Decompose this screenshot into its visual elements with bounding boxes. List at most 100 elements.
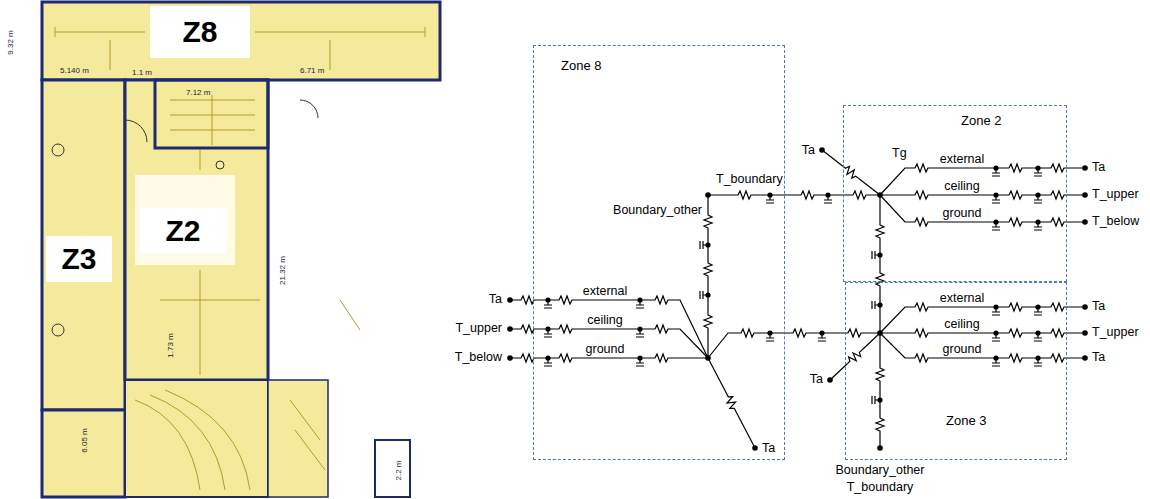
- resistor-symbol: [704, 212, 712, 232]
- capacitor-symbol: [636, 326, 644, 337]
- temperature-label: T_upper: [455, 321, 502, 335]
- capacitor-symbol: [544, 326, 552, 337]
- terminal-dot: [877, 445, 883, 451]
- wire: [708, 358, 755, 448]
- zone-boundary: Zone 3: [845, 282, 1067, 460]
- resistor-symbol: [1006, 191, 1026, 199]
- capacitor-symbol: [544, 297, 552, 308]
- node-dot: [705, 192, 711, 198]
- capacitor-symbol: [872, 251, 883, 259]
- resistor-symbol: [1048, 329, 1068, 337]
- temperature-label: ground: [586, 342, 625, 356]
- dimension-label: 21.32 m: [278, 256, 287, 285]
- resistor-symbol: [1006, 303, 1026, 311]
- temperature-label: Ta: [762, 441, 775, 455]
- temperature-label: Ta: [1092, 350, 1105, 364]
- room-outline: [125, 80, 268, 380]
- wire: [510, 329, 708, 358]
- zone-tag: Z8: [150, 6, 250, 58]
- temperature-label: Ta: [1092, 160, 1105, 174]
- dimension-label: 9.32 m: [6, 30, 15, 54]
- temperature-label: T_boundary: [847, 480, 914, 494]
- resistor-symbol: [1048, 303, 1068, 311]
- temperature-label: Boundary_other: [836, 463, 925, 477]
- zone-code: Z3: [61, 242, 96, 276]
- stair-lines: [135, 390, 250, 490]
- resistor-symbol: [652, 354, 672, 362]
- temperature-label: external: [940, 152, 984, 166]
- capacitor-symbol: [992, 304, 1000, 315]
- wire: [880, 307, 1085, 358]
- wire: [510, 300, 708, 358]
- fixtures: [52, 100, 318, 336]
- resistor-symbol: [723, 392, 739, 413]
- terminal-dot: [752, 445, 758, 451]
- capacitor-symbol: [992, 165, 1000, 176]
- resistor-symbol: [652, 325, 672, 333]
- wire: [879, 195, 880, 333]
- dimension-line: [290, 300, 360, 470]
- capacitor-symbol: [766, 330, 774, 341]
- zone-boundary: Zone 2: [843, 105, 1067, 282]
- resistor-symbol: [798, 191, 818, 199]
- node-dot: [877, 192, 883, 198]
- room-outline: [42, 410, 125, 497]
- capacitor-symbol: [824, 192, 832, 203]
- terminal-dot: [507, 355, 513, 361]
- terminal-dot: [1082, 165, 1088, 171]
- capacitor-symbol: [992, 330, 1000, 341]
- zone-code: Z8: [182, 15, 217, 49]
- resistor-symbol: [850, 191, 870, 199]
- room-outline: [375, 440, 410, 497]
- temperature-label: Tg: [892, 146, 907, 160]
- capacitor-symbol: [1034, 219, 1042, 230]
- temperature-label: ground: [943, 342, 982, 356]
- resistor-symbol: [556, 296, 576, 304]
- terminal-dot: [507, 326, 513, 332]
- capacitor-symbol: [1034, 304, 1042, 315]
- temperature-label: T_upper: [1092, 187, 1139, 201]
- dimension-label: 6.71 m: [300, 66, 324, 75]
- terminal-dot: [827, 377, 833, 383]
- terminal-dot: [819, 147, 825, 153]
- node-dot: [877, 330, 883, 336]
- capacitor-symbol: [636, 297, 644, 308]
- capacitor-symbol: [1034, 165, 1042, 176]
- room-outline: [125, 380, 268, 497]
- dimension-label: 7.12 m: [186, 88, 210, 97]
- wire: [822, 150, 880, 195]
- temperature-label: Ta: [810, 372, 823, 386]
- terminal-dot: [1082, 355, 1088, 361]
- resistor-symbol: [518, 325, 538, 333]
- temperature-label: T_upper: [1092, 325, 1139, 339]
- dimension-label: 1.73 m: [166, 333, 175, 357]
- room-outline: [155, 80, 268, 148]
- door-arc: [125, 120, 147, 142]
- resistor-symbol: [912, 218, 932, 226]
- zone-title: Zone 3: [946, 413, 986, 428]
- terminal-dot: [1082, 192, 1088, 198]
- temperature-label: external: [583, 284, 627, 298]
- capacitor-symbol: [872, 301, 883, 309]
- resistor-symbol: [518, 354, 538, 362]
- resistor-symbol: [876, 270, 884, 290]
- terminal-dot: [1082, 219, 1088, 225]
- capacitor-symbol: [992, 355, 1000, 366]
- capacitor-symbol: [636, 355, 644, 366]
- terminal-dot: [1082, 304, 1088, 310]
- resistor-symbol: [1006, 218, 1026, 226]
- resistor-symbol: [912, 191, 932, 199]
- capacitor-symbol: [1034, 355, 1042, 366]
- resistor-symbol: [518, 296, 538, 304]
- capacitor-symbol: [1034, 330, 1042, 341]
- resistor-symbol: [704, 260, 712, 280]
- resistor-symbol: [912, 303, 932, 311]
- dimension-label: 6.05 m: [80, 428, 89, 452]
- wire: [880, 168, 1085, 222]
- resistor-symbol: [735, 191, 755, 199]
- temperature-label: T_boundary: [716, 172, 783, 186]
- resistor-symbol: [652, 296, 672, 304]
- resistor-symbol: [845, 329, 865, 337]
- resistor-symbol: [845, 347, 865, 367]
